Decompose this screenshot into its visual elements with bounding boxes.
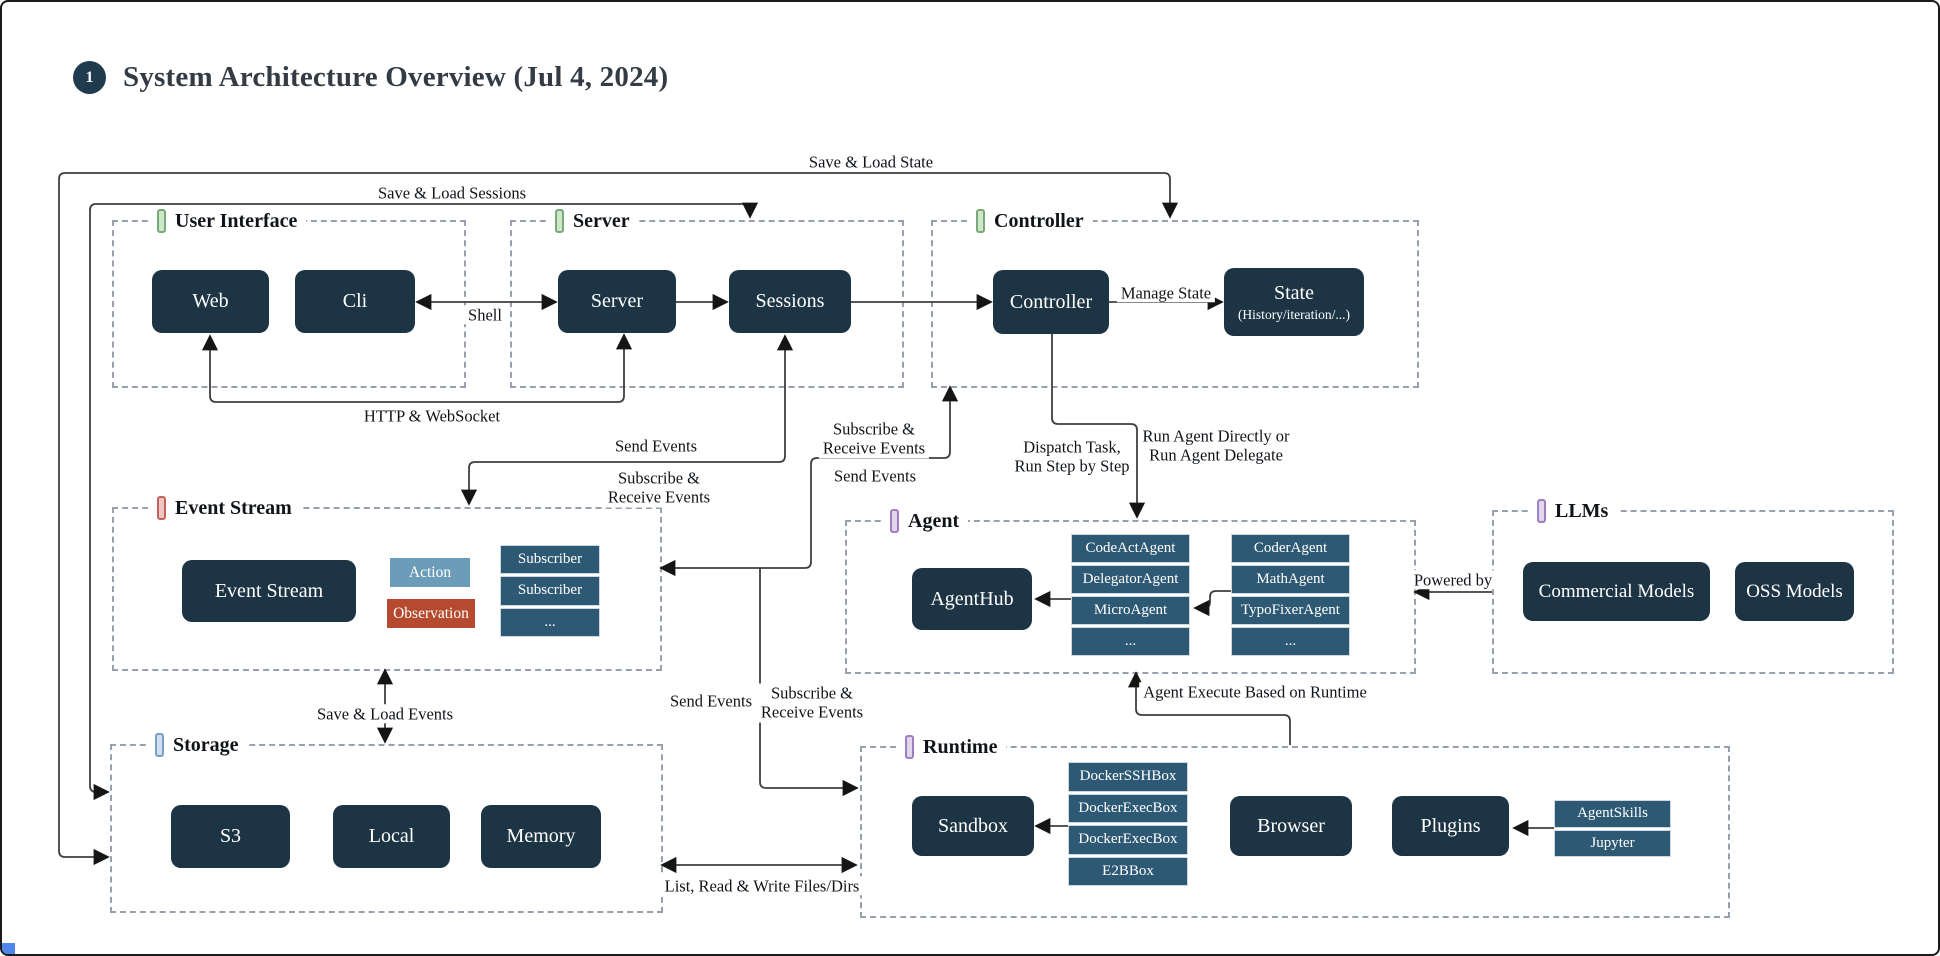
group-title: Controller [994,209,1084,232]
subscriber-row: ... [500,607,600,637]
page-title: System Architecture Overview (Jul 4, 202… [123,61,669,93]
edge-label-save-load-sessions: Save & Load Sessions [373,183,531,203]
agent-row: MathAgent [1231,565,1350,594]
sandbox-row: DockerSSHBox [1068,762,1188,792]
node-oss-models: OSS Models [1735,562,1854,621]
edge-label-subscribe-receive-upper: Subscribe & Receive Events [603,468,715,508]
subscriber-row: Subscriber [500,576,600,606]
edge-eventstream-runtime [759,568,859,797]
node-memory: Memory [481,805,601,868]
node-web: Web [152,270,269,333]
node-commercial-models: Commercial Models [1523,562,1710,621]
agent-row: ... [1071,627,1190,656]
group-tag-icon [905,735,914,759]
corner-artifact [2,943,15,954]
group-title: Agent [908,509,960,532]
node-local: Local [333,805,450,868]
plugin-row: AgentSkills [1554,800,1671,828]
group-tag-icon [157,209,166,233]
group-tag-icon [157,496,166,520]
group-tag-icon [890,509,899,533]
group-label-event-stream: Event Stream [148,494,301,522]
state-title: State [1274,281,1314,304]
group-title: Event Stream [175,496,292,519]
group-label-server: Server [546,207,639,235]
node-browser: Browser [1230,796,1352,856]
plugin-stack: AgentSkills Jupyter [1554,800,1671,857]
edge-label-dispatch-task: Dispatch Task, Run Step by Step [1010,437,1134,477]
subscriber-row: Subscriber [500,545,600,575]
sandbox-row: DockerExecBox [1068,825,1188,855]
edge-label-send-events-controller: Send Events [829,466,921,486]
group-title: LLMs [1555,499,1609,522]
state-subtitle: (History/iteration/...) [1237,306,1351,322]
node-plugins: Plugins [1392,796,1509,856]
group-title: Storage [173,733,239,756]
node-agenthub: AgentHub [912,568,1032,630]
edge-label-send-events-runtime: Send Events [665,691,757,711]
agent-row: MicroAgent [1071,596,1190,625]
group-label-runtime: Runtime [896,733,1007,761]
subscriber-stack: Subscriber Subscriber ... [500,545,600,637]
group-title: User Interface [175,209,298,232]
group-tag-icon [555,209,564,233]
edge-label-run-agent: Run Agent Directly or Run Agent Delegate [1138,426,1294,466]
group-label-agent: Agent [881,507,969,535]
node-server: Server [558,270,676,333]
group-tag-icon [1537,499,1546,523]
group-label-user-interface: User Interface [148,207,307,235]
agent-row: ... [1231,627,1350,656]
edge-label-manage-state: Manage State [1116,283,1216,303]
group-label-llms: LLMs [1528,497,1618,525]
node-state: State (History/iteration/...) [1224,268,1364,336]
group-label-controller: Controller [967,207,1093,235]
agent-row: DelegatorAgent [1071,565,1190,594]
agent-row: CodeActAgent [1071,534,1190,563]
edge-label-list-read-write: List, Read & Write Files/Dirs [660,876,864,896]
edge-label-save-load-events: Save & Load Events [312,704,458,724]
sandbox-row: E2BBox [1068,856,1188,886]
group-llms: LLMs [1492,497,1894,674]
node-event-stream: Event Stream [182,560,356,622]
agent-stack-b: CoderAgent MathAgent TypoFixerAgent ... [1231,534,1350,656]
node-sessions: Sessions [729,270,851,333]
chip-action: Action [390,558,470,587]
edge-label-save-load-state: Save & Load State [804,152,938,172]
edge-label-powered-by: Powered by [1409,570,1497,590]
title-number-badge: 1 [73,61,106,94]
plugin-row: Jupyter [1554,829,1671,857]
group-title: Runtime [923,735,998,758]
agent-row: TypoFixerAgent [1231,596,1350,625]
sandbox-stack: DockerSSHBox DockerExecBox DockerExecBox… [1068,762,1188,886]
group-title: Server [573,209,630,232]
node-controller: Controller [993,270,1109,334]
group-tag-icon [976,209,985,233]
agent-row: CoderAgent [1231,534,1350,563]
edge-label-shell: Shell [464,305,506,325]
edge-label-subscribe-receive-controller: Subscribe & Receive Events [818,419,930,459]
edge-label-agent-execute: Agent Execute Based on Runtime [1139,682,1371,702]
edge-label-subscribe-receive-runtime: Subscribe & Receive Events [756,683,868,723]
edge-label-http-websocket: HTTP & WebSocket [359,406,505,426]
sandbox-row: DockerExecBox [1068,793,1188,823]
node-sandbox: Sandbox [912,796,1034,856]
group-label-storage: Storage [146,731,248,759]
node-s3: S3 [171,805,290,868]
agent-stack-a: CodeActAgent DelegatorAgent MicroAgent .… [1071,534,1190,656]
chip-observation: Observation [387,599,475,628]
group-tag-icon [155,733,164,757]
edge-label-send-events-upper: Send Events [610,436,702,456]
node-cli: Cli [295,270,415,333]
